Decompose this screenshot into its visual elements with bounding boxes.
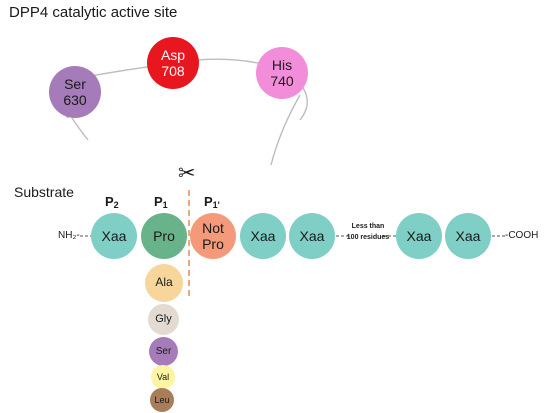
active-site-asp-708: Asp 708	[147, 37, 199, 89]
substrate-label: Substrate	[14, 184, 74, 200]
active-site-his-740: His 740	[256, 47, 308, 99]
residue-xaa-5: Xaa	[445, 213, 491, 259]
alt-residue-leu: Leu	[150, 388, 174, 412]
asp-number: 708	[161, 63, 185, 79]
diagram-title: DPP4 catalytic active site	[9, 4, 178, 21]
gap-residue-count-label: Less than 100 residues	[346, 223, 390, 241]
ser-number: 630	[63, 92, 87, 108]
ser-tail-line	[71, 117, 89, 141]
residue-xaa-3: Xaa	[289, 213, 335, 259]
ser-name: Ser	[64, 75, 86, 92]
residue-not-pro-p1-prime: Not Pro	[190, 213, 236, 259]
scissors-icon: ✂	[178, 161, 196, 185]
c-terminus-label: -COOH	[505, 230, 539, 241]
residue-xaa-2: Xaa	[240, 213, 286, 259]
position-p1-prime: P1'	[204, 194, 220, 210]
alt-residue-ala: Ala	[145, 264, 183, 302]
asp-name: Asp	[160, 46, 186, 63]
his-tail-line	[270, 94, 301, 166]
alt-residue-ser: Ser	[149, 337, 178, 366]
position-p2: P2	[105, 194, 119, 210]
active-site-ser-630: Ser 630	[49, 66, 101, 118]
residue-pro-p1: Pro	[141, 213, 187, 259]
alt-residue-gly: Gly	[148, 304, 179, 335]
residue-xaa-4: Xaa	[396, 213, 442, 259]
residue-xaa-p2: Xaa	[91, 213, 137, 259]
his-number: 740	[270, 73, 294, 89]
his-name: His	[271, 56, 293, 73]
alt-residue-val: Val	[151, 365, 175, 389]
n-terminus-label: NH₂-	[58, 230, 80, 241]
position-p1: P1	[154, 194, 168, 210]
